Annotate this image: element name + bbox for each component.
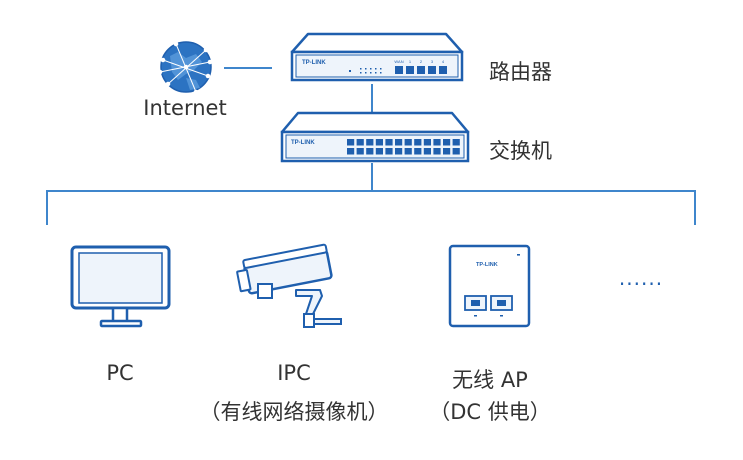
router-port [428,66,436,74]
globe-icon [157,41,213,95]
switch-port [404,148,412,155]
ipc-label: IPC [277,361,311,385]
router-port-label: 2 [420,59,423,64]
switch-port [414,148,422,155]
router-label: 路由器 [489,60,552,84]
switch-label: 交换机 [489,139,552,163]
switch-port [443,139,451,146]
pc-label: PC [106,361,134,385]
router-port-label: 1 [409,59,412,64]
switch-ports [347,139,460,155]
switch-port [433,148,441,155]
switch-port [452,139,460,146]
switch-port [395,148,403,155]
internet-label: Internet [143,96,227,120]
ap-brand: TP-LINK [476,262,498,268]
monitor-icon [70,245,171,328]
switch-icon: TP-LINK [280,111,470,163]
switch-port [414,139,422,146]
router-port-label: WAN [394,59,403,64]
switch-port [356,139,364,146]
switch-port [404,139,412,146]
switch-port [385,139,393,146]
camera-icon [236,243,342,328]
switch-port [366,139,374,146]
switch-port [347,139,355,146]
router-port [406,66,414,74]
switch-port [423,139,431,146]
router-icon: TP-LINK WAN 1 2 3 4 [290,32,464,82]
switch-port [452,148,460,155]
switch-brand: TP-LINK [291,140,315,146]
switch-port [366,148,374,155]
switch-port [375,139,383,146]
router-port [439,66,447,74]
router-port [395,66,403,74]
ap-description: （DC 供电） [429,400,551,424]
router-ports: WAN 1 2 3 4 [394,59,447,74]
router-brand: TP-LINK [302,60,326,66]
switch-port [395,139,403,146]
switch-port [443,148,451,155]
router-port-label: 4 [442,59,445,64]
switch-port [356,148,364,155]
switch-port [375,148,383,155]
router-leds [349,68,382,74]
switch-port [433,139,441,146]
ap-label: 无线 AP [452,368,528,392]
router-port-label: 3 [431,59,434,64]
more-devices-ellipsis: ...... [618,266,664,290]
access-point-icon: TP-LINK [448,244,531,328]
switch-port [385,148,393,155]
ipc-description: （有线网络摄像机） [199,400,389,424]
router-port [417,66,425,74]
switch-port [423,148,431,155]
connection-lines [46,67,696,225]
switch-port [347,148,355,155]
